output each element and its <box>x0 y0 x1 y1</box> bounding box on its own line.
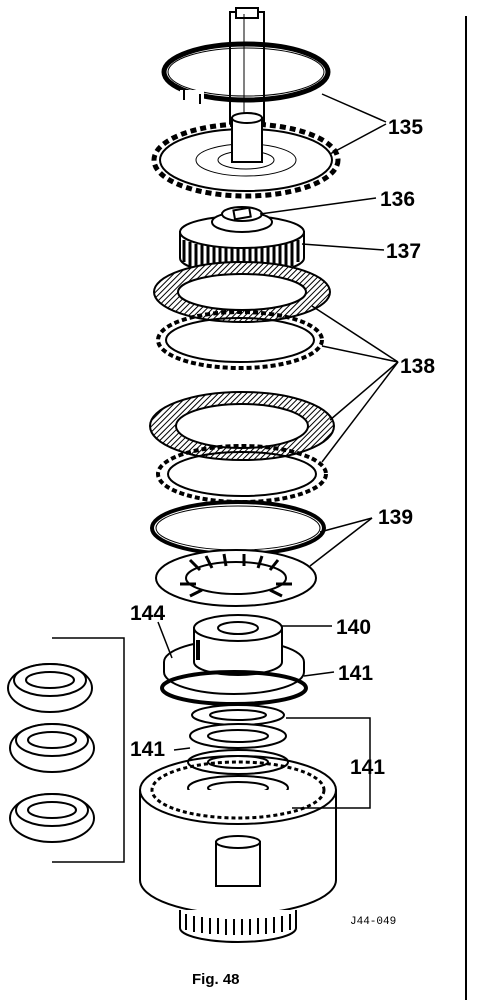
clutch-plate-138-c <box>149 391 335 461</box>
seal-detail-1 <box>7 663 93 713</box>
seal-ring-141-upper <box>160 670 308 706</box>
callout-137: 137 <box>386 240 421 263</box>
callout-140: 140 <box>336 616 371 639</box>
callout-144: 144 <box>130 602 165 625</box>
steel-plate-138-d <box>156 444 328 504</box>
callout-138: 138 <box>400 355 435 378</box>
wave-spring-139 <box>155 549 317 607</box>
callout-139: 139 <box>378 506 413 529</box>
leader-lines <box>157 93 399 809</box>
seal-detail-2 <box>9 723 95 773</box>
callout-136: 136 <box>380 188 415 211</box>
callout-141-right-lower: 141 <box>350 756 385 779</box>
seal-detail-group <box>7 637 125 863</box>
clutch-drum <box>139 755 337 943</box>
figure-caption: Fig. 48 <box>192 971 240 988</box>
piston-140 <box>163 614 305 695</box>
callout-141-right: 141 <box>338 662 373 685</box>
drawing-code: J44-049 <box>350 916 396 928</box>
toothed-plate-135 <box>151 112 341 199</box>
snap-ring-135 <box>161 41 331 104</box>
steel-plate-138-b <box>156 310 324 370</box>
clutch-plate-138-a <box>153 261 331 323</box>
snap-ring-139 <box>150 500 326 556</box>
callout-135: 135 <box>388 116 423 139</box>
callout-141-left: 141 <box>130 738 165 761</box>
seal-stack-141 <box>187 704 289 801</box>
seal-detail-3 <box>9 793 95 843</box>
